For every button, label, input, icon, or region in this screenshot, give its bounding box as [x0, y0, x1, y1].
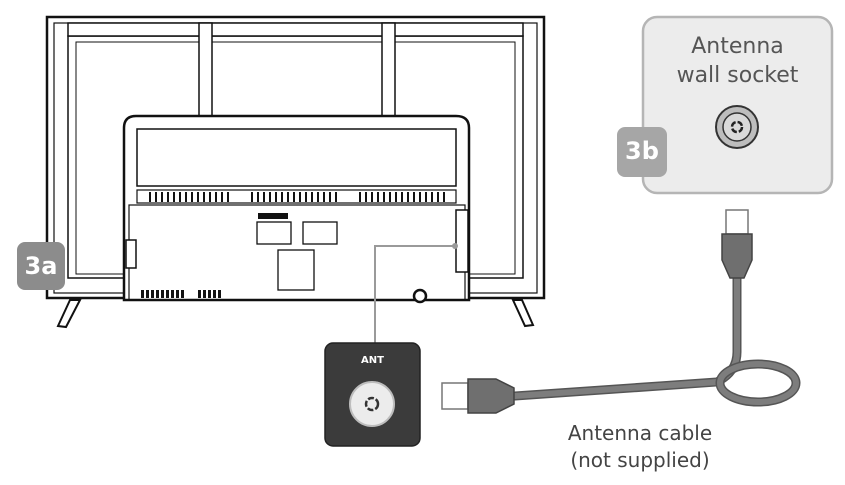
cable-label-line1: Antenna cable	[567, 421, 713, 445]
cable-label-line2: (not supplied)	[570, 448, 710, 472]
cable-top-plug-tip	[725, 209, 749, 235]
step-label-3b: 3b	[625, 137, 659, 165]
tv-back-panel	[45, 15, 546, 329]
step-badge-3b	[617, 127, 667, 177]
cable-top-plug	[721, 233, 753, 279]
tv-ant-jack	[412, 288, 428, 304]
tv-left-stand	[56, 299, 82, 329]
tv-right-stand	[511, 299, 535, 328]
ant-port-label: ANT	[361, 355, 384, 366]
antenna-cable	[441, 209, 801, 414]
tv-center-housing	[122, 114, 471, 302]
wall-socket-plate	[641, 15, 834, 195]
cable-tv-plug-tip	[441, 382, 469, 410]
socket-title-line2: wall socket	[676, 63, 799, 88]
step-label-3a: 3a	[24, 252, 58, 280]
socket-title-line1: Antenna	[691, 34, 784, 59]
step-badge-3a	[17, 242, 65, 290]
cable-tv-plug	[467, 378, 515, 414]
ant-port-socket	[349, 381, 395, 427]
ant-callout-line	[374, 245, 455, 343]
